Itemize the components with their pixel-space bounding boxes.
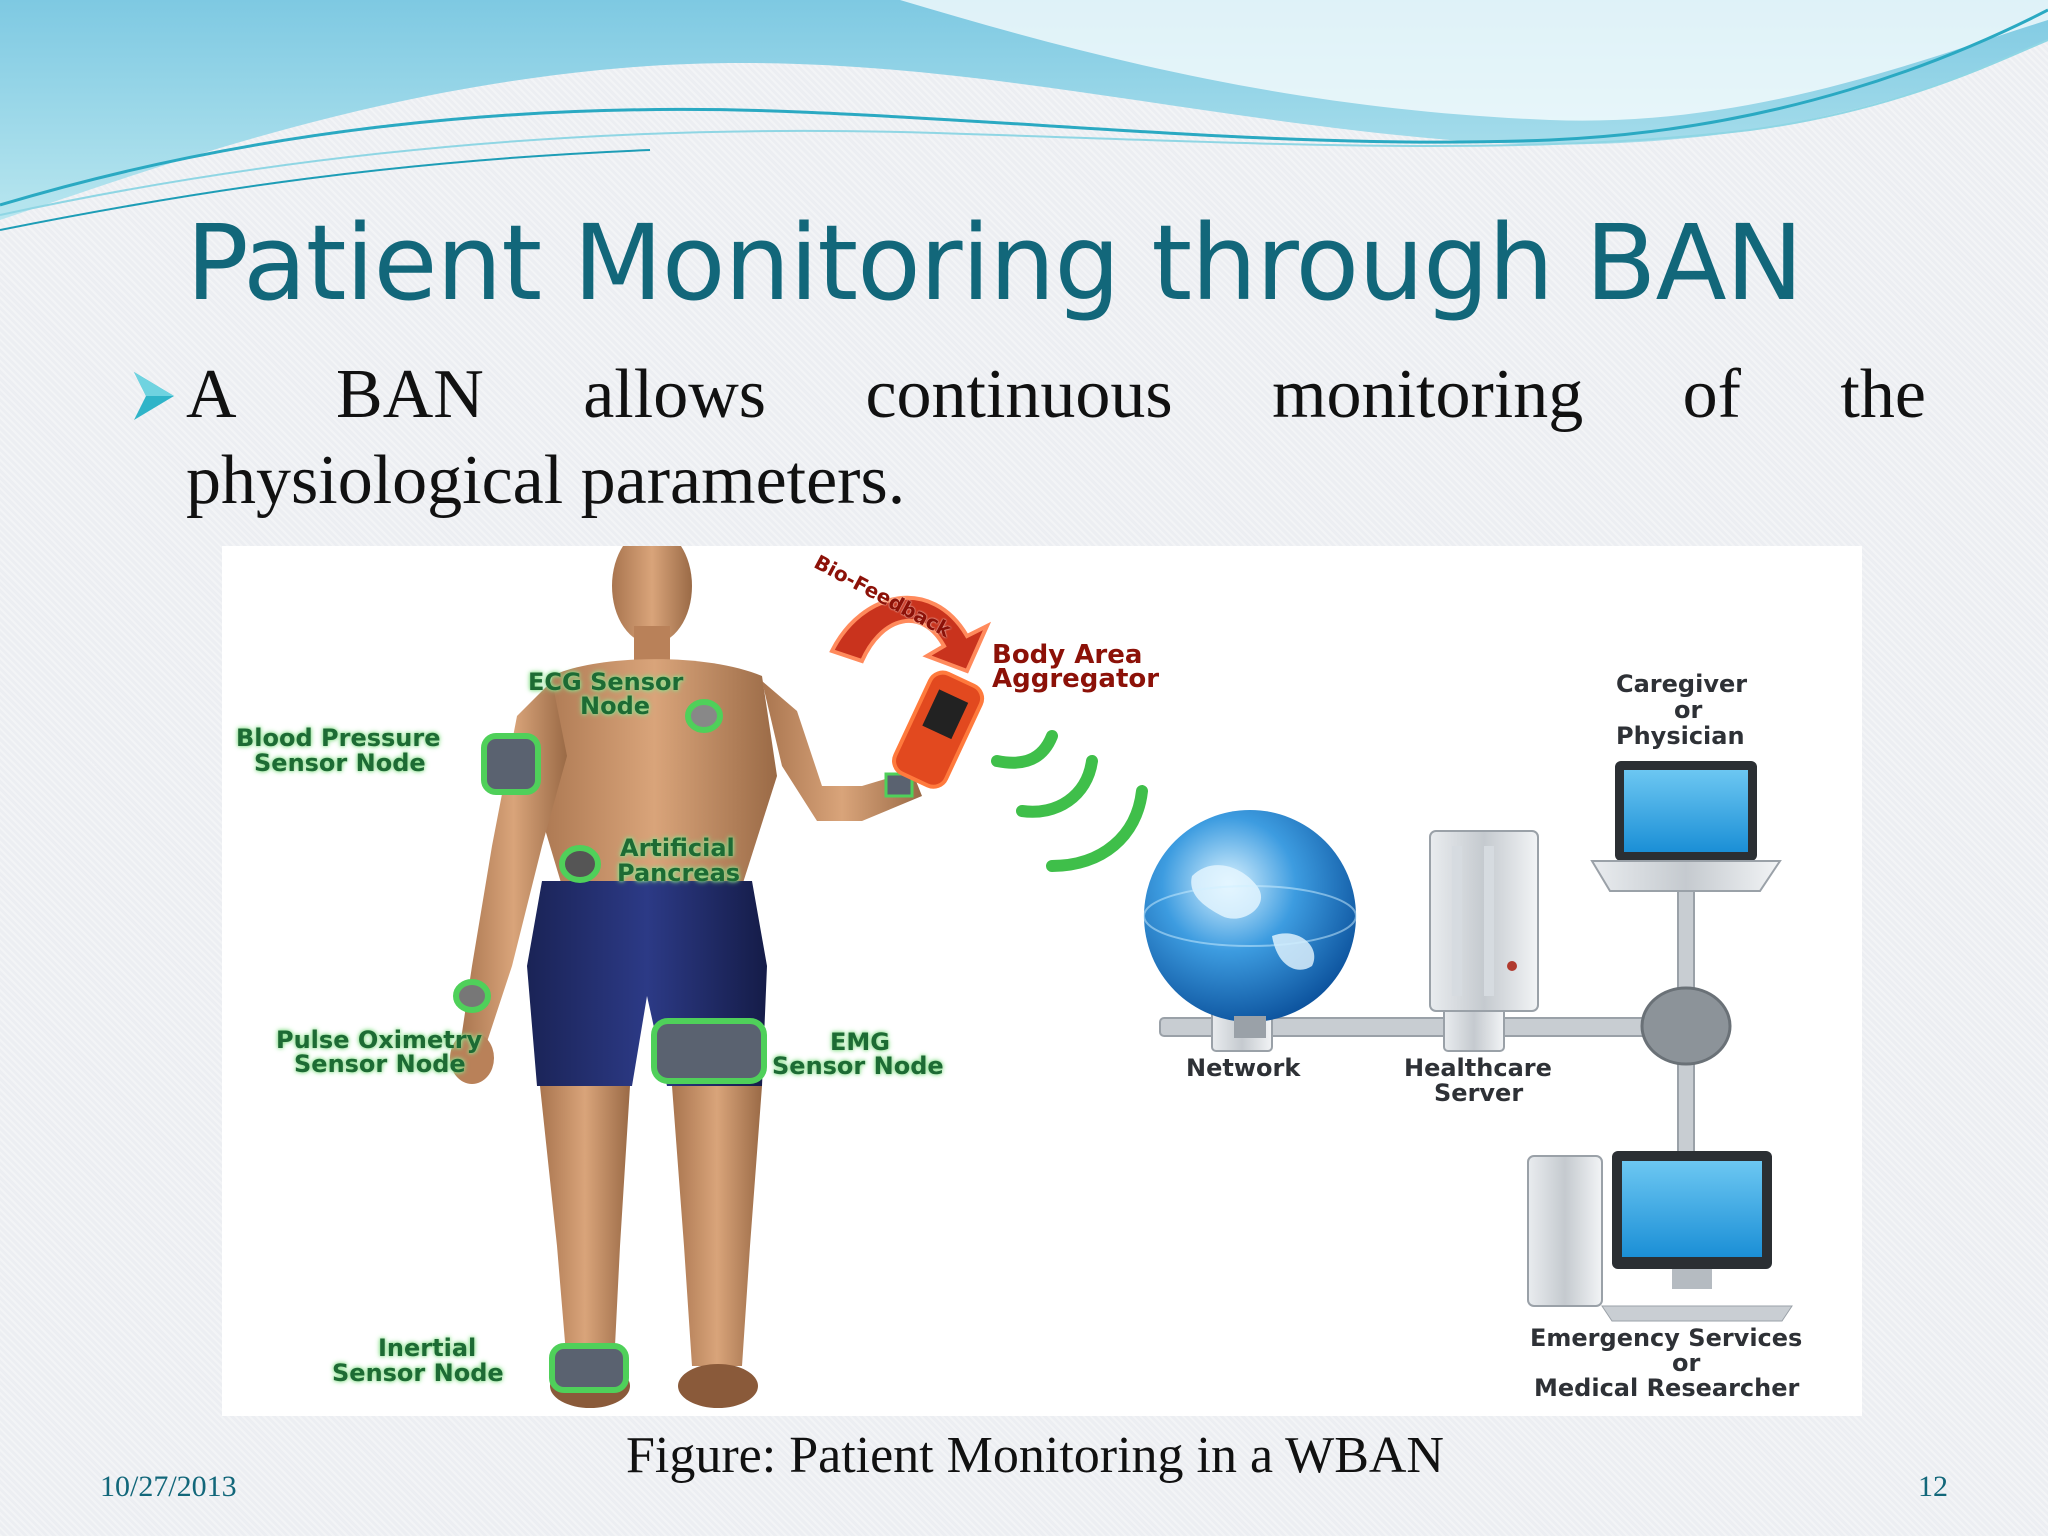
bullet-word: allows xyxy=(583,356,766,433)
globe-icon xyxy=(1143,810,1357,1038)
desktop-computer-icon xyxy=(1527,1151,1793,1322)
bullet-word: A xyxy=(186,356,237,433)
emergency-label-1: Emergency Services xyxy=(1530,1324,1803,1352)
wban-illustration xyxy=(450,546,1793,1408)
bullet-line-1: A BAN allows continuous monitoring of th… xyxy=(186,352,1926,438)
slide-date: 10/27/2013 xyxy=(100,1470,237,1503)
ecg-sensor-label-2: Node xyxy=(580,692,651,720)
bullet-word: monitoring xyxy=(1272,356,1584,433)
inertial-sensor-label-1: Inertial xyxy=(378,1334,477,1362)
bullet-arrow-icon xyxy=(134,372,174,420)
bullet-word: the xyxy=(1840,356,1926,433)
bullet-point: A BAN allows continuous monitoring of th… xyxy=(128,352,1928,524)
healthcare-server-label-1: Healthcare xyxy=(1404,1054,1552,1082)
inertial-sensor-label-2: Sensor Node xyxy=(332,1359,504,1387)
body-area-aggregator-device xyxy=(892,670,985,789)
network-label: Network xyxy=(1186,1054,1301,1082)
bullet-word: of xyxy=(1682,356,1741,433)
server-tower-icon xyxy=(1429,830,1539,1012)
wban-figure: Bio-Feedback Body Area Aggregator ECG Se… xyxy=(222,546,1862,1416)
artificial-pancreas-label-2: Pancreas xyxy=(617,859,741,887)
bullet-word: BAN xyxy=(336,356,484,433)
ecg-sensor-label-1: ECG Sensor xyxy=(528,668,684,696)
caregiver-label-3: Physician xyxy=(1616,722,1745,750)
human-body xyxy=(450,546,922,1408)
sensor-nodes xyxy=(453,699,914,1393)
figure-caption: Figure: Patient Monitoring in a WBAN xyxy=(626,1427,1444,1484)
slide-title: Patient Monitoring through BAN xyxy=(186,202,1803,324)
emg-sensor-label-1: EMG xyxy=(830,1028,890,1056)
caregiver-label-2: or xyxy=(1674,696,1703,724)
blood-pressure-label-2: Sensor Node xyxy=(254,749,426,777)
slide-number: 12 xyxy=(1918,1470,1948,1503)
bio-feedback-arrow-icon xyxy=(829,595,992,674)
pulse-oximetry-label-2: Sensor Node xyxy=(294,1050,466,1078)
pulse-oximetry-label-1: Pulse Oximetry xyxy=(276,1026,483,1054)
artificial-pancreas-label-1: Artificial xyxy=(620,834,735,862)
healthcare-server-label-2: Server xyxy=(1434,1079,1524,1107)
bullet-word: continuous xyxy=(865,356,1173,433)
network-hub xyxy=(1640,986,1732,1066)
emergency-label-3: Medical Researcher xyxy=(1534,1374,1800,1402)
wireless-signal-icon xyxy=(991,730,1148,872)
emergency-label-2: or xyxy=(1672,1349,1701,1377)
body-area-aggregator-label-1: Body Area xyxy=(992,640,1143,670)
body-area-aggregator-label-2: Aggregator xyxy=(992,664,1160,694)
caregiver-label-1: Caregiver xyxy=(1616,670,1748,698)
laptop-icon xyxy=(1590,761,1782,892)
header-wave-decoration xyxy=(0,0,2048,231)
bullet-line-2: physiological parameters. xyxy=(186,442,906,519)
emg-sensor-label-2: Sensor Node xyxy=(772,1052,944,1080)
blood-pressure-label-1: Blood Pressure xyxy=(236,724,441,752)
